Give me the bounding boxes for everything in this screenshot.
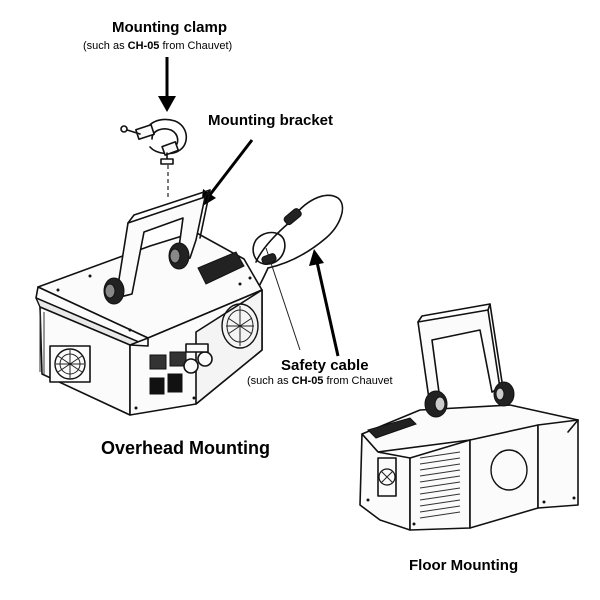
clamp-note-suffix: from Chauvet) — [159, 40, 233, 52]
cable-note-suffix: from Chauvet — [323, 375, 393, 387]
overhead-mounting-caption: Overhead Mounting — [101, 438, 271, 458]
fixture-floor-icon — [359, 303, 579, 531]
floor-mounting-caption: Floor Mounting — [409, 557, 519, 574]
mounting-clamp-icon — [120, 118, 188, 165]
cable-arrow — [309, 249, 340, 357]
clamp-note-prefix: (such as — [83, 40, 128, 52]
safety-cable-note: (such as CH-05 from Chauvet — [247, 375, 393, 387]
fixture-overhead-icon — [35, 189, 263, 416]
mounting-clamp-label: Mounting clamp — [112, 19, 227, 36]
cable-note-prefix: (such as — [247, 375, 292, 387]
mounting-clamp-note: (such as CH-05 from Chauvet) — [83, 40, 232, 52]
safety-cable-label: Safety cable — [281, 357, 369, 374]
cable-note-model: CH-05 — [291, 375, 324, 387]
clamp-arrow — [158, 57, 176, 112]
mounting-bracket-label: Mounting bracket — [208, 112, 334, 129]
clamp-note-model: CH-05 — [127, 40, 160, 52]
